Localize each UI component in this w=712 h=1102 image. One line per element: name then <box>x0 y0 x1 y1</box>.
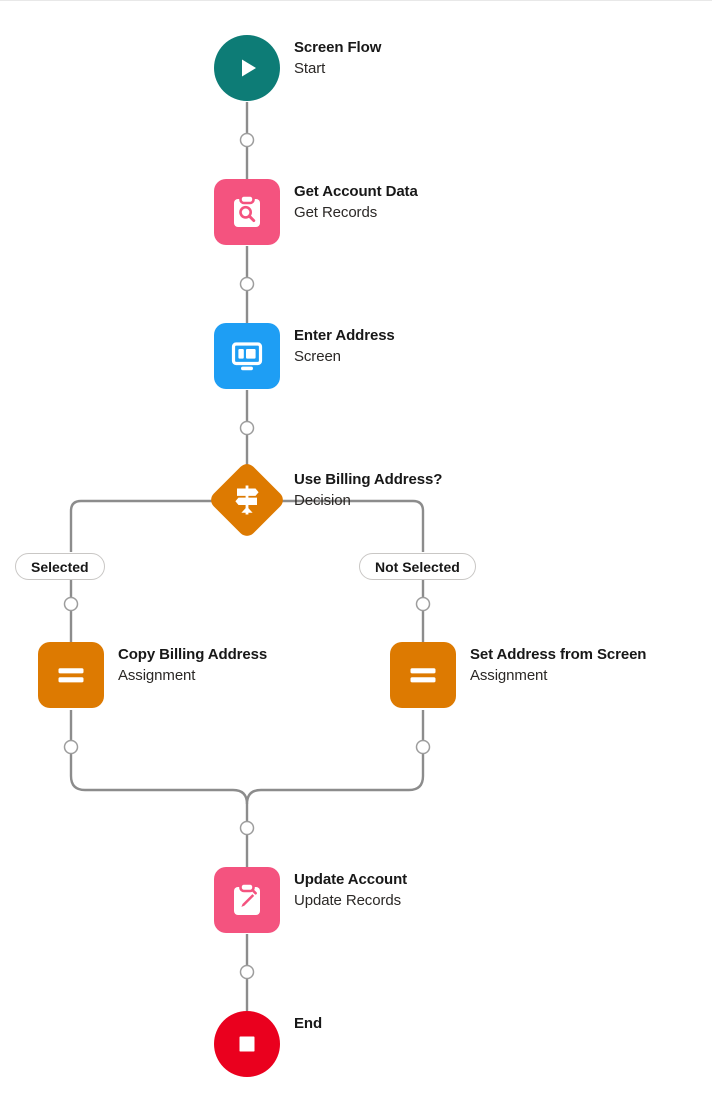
flow-node-screen[interactable]: Enter Address Screen <box>214 323 395 389</box>
add-element-button <box>239 276 255 292</box>
node-subtitle: Assignment <box>118 667 196 684</box>
stop-square-icon <box>239 1036 255 1052</box>
node-subtitle: Decision <box>294 492 351 509</box>
end-node-labels: End <box>294 1011 322 1034</box>
node-subtitle: Get Records <box>294 204 378 221</box>
node-title: Enter Address <box>294 327 395 344</box>
branch-label-selected[interactable]: Selected <box>15 553 105 580</box>
screen-node-shape[interactable] <box>214 323 280 389</box>
update-records-node-shape[interactable] <box>214 867 280 933</box>
node-title: Set Address from Screen <box>470 646 647 663</box>
decision-node-labels: Use Billing Address? Decision <box>294 467 442 511</box>
end-node-shape[interactable] <box>214 1011 280 1077</box>
wire-decision-left <box>69 499 216 552</box>
add-element-button <box>63 596 79 612</box>
add-element-button <box>415 596 431 612</box>
flow-node-start[interactable]: Screen Flow Start <box>214 35 381 101</box>
node-title: End <box>294 1015 323 1032</box>
branch-label-text: Selected <box>31 558 89 575</box>
signpost-icon <box>235 485 259 515</box>
assignment-tile <box>390 642 456 708</box>
flow-node-decision[interactable]: Use Billing Address? Decision <box>207 460 442 540</box>
clipboard-search-icon <box>234 194 260 227</box>
add-element-button <box>239 420 255 436</box>
equals-icon <box>410 668 436 683</box>
start-node-labels: Screen Flow Start <box>294 35 381 79</box>
add-element-button <box>239 964 255 980</box>
equals-icon <box>58 668 84 683</box>
get-records-node-shape[interactable] <box>214 179 280 245</box>
node-title: Screen Flow <box>294 39 382 56</box>
assignment-tile <box>38 642 104 708</box>
assignment-left-node-shape[interactable] <box>38 642 104 708</box>
get-records-node-labels: Get Account Data Get Records <box>294 179 418 223</box>
node-title: Get Account Data <box>294 183 418 200</box>
flow-node-assignment-right[interactable]: Set Address from Screen Assignment <box>390 642 646 708</box>
node-title: Use Billing Address? <box>294 471 443 488</box>
wire-left-assignment-to-merge <box>69 710 249 846</box>
flow-node-end[interactable]: End <box>214 1011 322 1077</box>
branch-label-text: Not Selected <box>375 558 460 575</box>
assignment-right-node-shape[interactable] <box>390 642 456 708</box>
assignment-left-node-labels: Copy Billing Address Assignment <box>118 642 267 686</box>
add-element-button <box>415 739 431 755</box>
node-subtitle: Update Records <box>294 892 401 909</box>
add-element-button <box>239 132 255 148</box>
branch-label-not-selected[interactable]: Not Selected <box>359 553 476 580</box>
screen-node-labels: Enter Address Screen <box>294 323 395 367</box>
clipboard-pencil-icon <box>234 882 260 915</box>
start-node-shape[interactable] <box>214 35 280 101</box>
update-records-node-labels: Update Account Update Records <box>294 867 407 911</box>
add-element-button <box>239 820 255 836</box>
add-element-button <box>63 739 79 755</box>
flow-node-get-records[interactable]: Get Account Data Get Records <box>214 179 418 245</box>
decision-node-shape[interactable] <box>207 460 287 540</box>
flow-node-assignment-left[interactable]: Copy Billing Address Assignment <box>38 642 267 708</box>
node-title: Copy Billing Address <box>118 646 268 663</box>
assignment-right-node-labels: Set Address from Screen Assignment <box>470 642 646 686</box>
flow-node-update-records[interactable]: Update Account Update Records <box>214 867 407 933</box>
node-subtitle: Start <box>294 60 326 77</box>
node-title: Update Account <box>294 871 408 888</box>
node-subtitle: Assignment <box>470 667 548 684</box>
play-icon <box>242 59 256 77</box>
wire-right-assignment-to-merge <box>245 710 425 805</box>
node-subtitle: Screen <box>294 348 341 365</box>
monitor-screen-icon <box>231 342 263 371</box>
